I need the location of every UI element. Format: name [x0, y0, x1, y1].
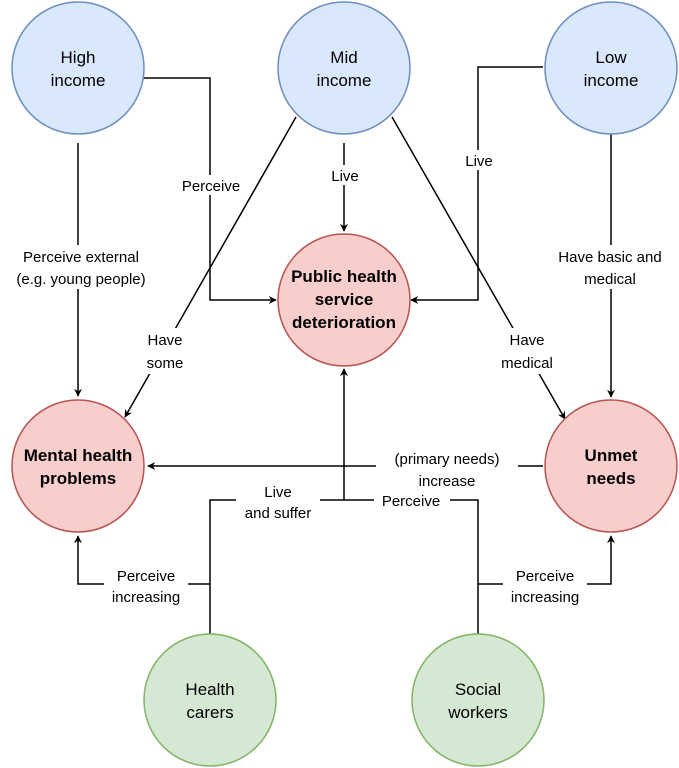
label-mid-to-mental-line2: some: [147, 355, 184, 372]
label-high-to-mental-line1: Perceive external: [23, 249, 139, 266]
social-workers-label-line2: workers: [447, 703, 508, 722]
label-mid-to-unmet-line2: medical: [501, 355, 553, 372]
node-social-workers: Social workers: [411, 633, 545, 767]
edge-social-to-public: [344, 499, 479, 636]
node-public-health: Public health service deterioration: [277, 233, 411, 367]
mental-health-circle: [11, 399, 145, 533]
label-carers-to-public-line2: and suffer: [245, 505, 311, 522]
label-high-to-public: Perceive: [182, 178, 240, 195]
label-low-to-unmet-line1: Have basic and: [558, 249, 661, 266]
label-social-to-unmet-line1: Perceive: [516, 568, 574, 585]
node-high-income: High income: [11, 1, 145, 135]
label-social-to-unmet-line2: increasing: [511, 589, 579, 606]
node-unmet-needs: Unmet needs: [544, 399, 678, 533]
node-low-income: Low income: [544, 1, 678, 135]
mental-health-label-line1: Mental health: [24, 446, 133, 465]
label-unmet-to-mental-line1: (primary needs): [394, 451, 499, 468]
social-workers-circle: [411, 633, 545, 767]
mental-health-label-line2: problems: [40, 469, 117, 488]
low-income-label-line2: income: [584, 71, 639, 90]
low-income-circle: [544, 1, 678, 135]
public-health-label-line3: deterioration: [292, 313, 396, 332]
mid-income-circle: [277, 1, 411, 135]
health-carers-label-line1: Health: [185, 680, 234, 699]
public-health-label-line1: Public health: [291, 267, 397, 286]
unmet-needs-label-line1: Unmet: [585, 446, 638, 465]
low-income-label-line1: Low: [595, 48, 627, 67]
node-health-carers: Health carers: [143, 633, 277, 767]
unmet-needs-circle: [544, 399, 678, 533]
social-workers-label-line1: Social: [455, 680, 501, 699]
label-low-to-public: Live: [465, 153, 493, 170]
health-carers-label-line2: carers: [186, 703, 233, 722]
high-income-label-line1: High: [61, 48, 96, 67]
edge-labels: Perceive external (e.g. young people) Pe…: [2, 150, 676, 609]
label-carers-to-mental-line2: increasing: [112, 589, 180, 606]
edge-low-to-public: [410, 66, 543, 304]
public-health-label-line2: service: [315, 290, 374, 309]
label-social-to-public: Perceive: [382, 493, 440, 510]
public-health-circle: [277, 233, 411, 367]
node-mental-health: Mental health problems: [11, 399, 145, 533]
label-carers-to-mental-line1: Perceive: [117, 568, 175, 585]
mid-income-label-line2: income: [317, 71, 372, 90]
health-carers-circle: [143, 633, 277, 767]
label-mid-to-public: Live: [331, 168, 359, 185]
label-carers-to-public-line1: Live: [264, 484, 292, 501]
unmet-needs-label-line2: needs: [586, 469, 635, 488]
label-mid-to-unmet-line1: Have: [509, 332, 544, 349]
label-low-to-unmet-line2: medical: [584, 271, 636, 288]
label-unmet-to-mental-line2: increase: [419, 473, 476, 490]
mid-income-label-line1: Mid: [330, 48, 357, 67]
high-income-label-line2: income: [51, 71, 106, 90]
node-mid-income: Mid income: [277, 1, 411, 135]
high-income-circle: [11, 1, 145, 135]
label-mid-to-mental-line1: Have: [147, 332, 182, 349]
label-high-to-mental-line2: (e.g. young people): [16, 271, 145, 288]
